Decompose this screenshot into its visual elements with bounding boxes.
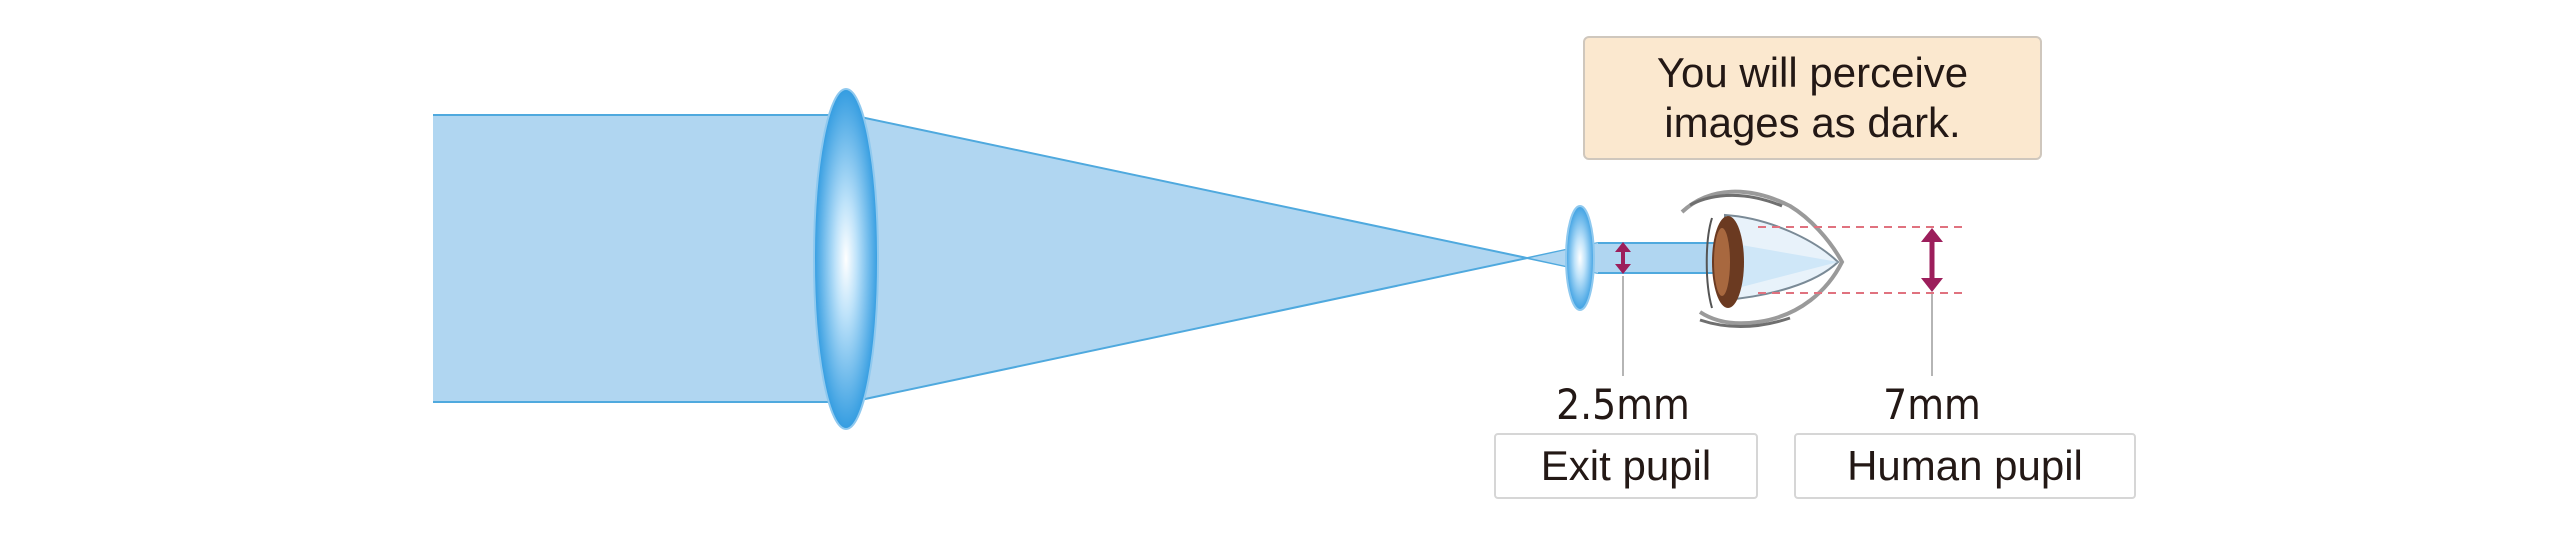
cone-edge-top xyxy=(850,114,1599,274)
eye-icon xyxy=(1680,189,1845,328)
note-line-2: images as dark. xyxy=(1664,99,1961,146)
exit-pupil-arrow xyxy=(1615,242,1631,274)
exit-pupil-label: Exit pupil xyxy=(1494,433,1758,499)
incoming-beam xyxy=(433,115,851,402)
cone-edge-bottom xyxy=(850,242,1599,403)
human-pupil-arrow xyxy=(1921,228,1943,292)
eyepiece-lens xyxy=(1565,205,1595,311)
note-line-1: You will perceive xyxy=(1656,49,1969,96)
human-pupil-value: 7mm xyxy=(1883,380,1981,429)
human-pupil-label: Human pupil xyxy=(1794,433,2136,499)
note-callout: You will perceive images as dark. xyxy=(1583,36,2042,160)
exit-pupil-value: 2.5mm xyxy=(1556,380,1690,429)
objective-lens xyxy=(813,88,879,430)
converging-beam xyxy=(851,115,1530,402)
